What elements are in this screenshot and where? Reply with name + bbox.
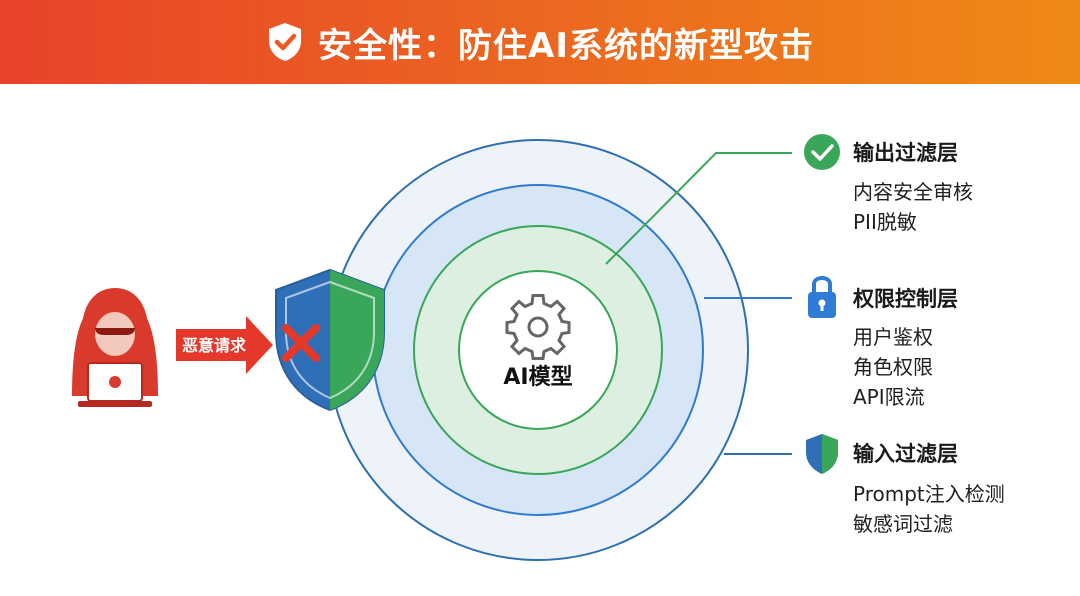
input-layer-item: Prompt注入检测 xyxy=(853,482,1005,506)
output-layer-title: 输出过滤层 xyxy=(853,141,958,165)
red-x-icon xyxy=(282,324,320,362)
gear-icon xyxy=(505,294,571,360)
page-title: 安全性：防住AI系统的新型攻击 xyxy=(318,25,814,66)
permission-layer-title: 权限控制层 xyxy=(852,287,958,311)
shield-check-icon xyxy=(269,23,302,61)
permission-layer-item: API限流 xyxy=(853,385,925,409)
defense-shield-icon xyxy=(275,268,385,412)
malicious-request-arrow: 恶意请求 xyxy=(176,316,273,374)
malicious-request-label: 恶意请求 xyxy=(182,336,247,355)
output-layer-item: 内容安全审核 xyxy=(853,180,973,204)
input-layer-callout: 输入过滤层 Prompt注入检测 敏感词过滤 xyxy=(806,434,1005,536)
output-layer-connector xyxy=(605,152,792,265)
input-layer-title: 输入过滤层 xyxy=(853,442,958,466)
permission-layer-callout: 权限控制层 用户鉴权 角色权限 API限流 xyxy=(808,276,958,409)
output-layer-item: PII脱敏 xyxy=(853,210,917,234)
hooded-hacker-icon xyxy=(72,288,158,407)
blue-green-shield-icon xyxy=(806,434,838,474)
permission-layer-item: 角色权限 xyxy=(853,355,933,379)
ai-model-label: AI模型 xyxy=(503,365,572,390)
security-layers-diagram: AI模型 输出过滤层 内容安全审核 PII脱敏 权限控制层 用户鉴权 角色权限 … xyxy=(72,134,1005,561)
input-layer-item: 敏感词过滤 xyxy=(853,512,953,536)
green-check-circle-icon xyxy=(804,134,840,170)
permission-layer-item: 用户鉴权 xyxy=(853,325,933,349)
blue-lock-icon xyxy=(808,276,836,318)
header-title-wrap: 安全性：防住AI系统的新型攻击 xyxy=(266,18,814,67)
header-banner: 安全性：防住AI系统的新型攻击 xyxy=(0,0,1080,84)
output-layer-callout: 输出过滤层 内容安全审核 PII脱敏 xyxy=(804,134,973,234)
